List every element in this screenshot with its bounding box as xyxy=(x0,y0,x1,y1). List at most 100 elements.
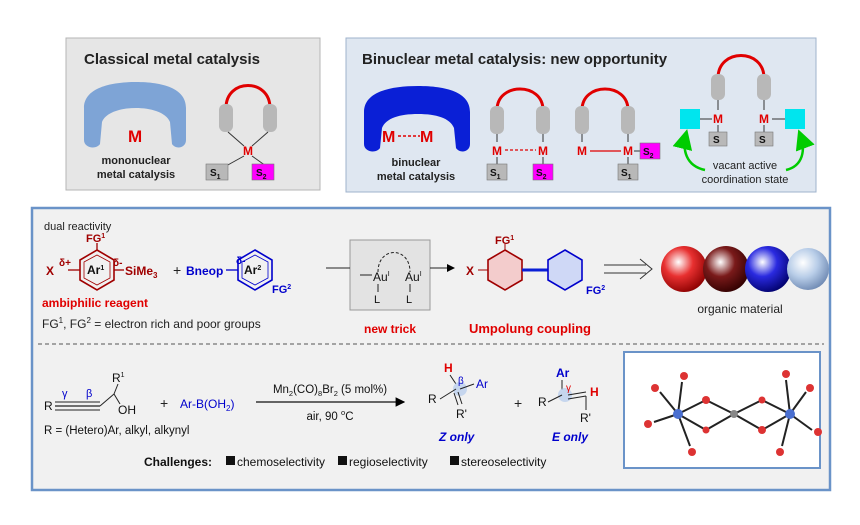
svg-text:δ-: δ- xyxy=(236,256,245,267)
svg-text:γ: γ xyxy=(566,383,571,394)
svg-text:AuI: AuI xyxy=(373,270,390,284)
mononuclear-metal: M xyxy=(128,127,142,146)
svg-text:R1: R1 xyxy=(112,371,125,385)
classical-substrate-2 xyxy=(251,163,275,181)
svg-text:S: S xyxy=(713,135,720,146)
binuclear-caption-2: metal catalysis xyxy=(377,171,455,183)
svg-text:AuI: AuI xyxy=(405,270,422,284)
reagent-x: X xyxy=(46,264,54,278)
svg-text:S1: S1 xyxy=(490,168,501,181)
svg-text:Ar2: Ar2 xyxy=(244,263,261,277)
binuclear-pocket xyxy=(364,86,470,152)
binuclear-metal-a: M xyxy=(382,129,395,146)
product-biaryl xyxy=(478,244,583,291)
svg-text:FG2: FG2 xyxy=(272,284,291,296)
svg-text:M: M xyxy=(713,112,723,126)
svg-text:S2: S2 xyxy=(536,168,547,181)
boronic-acid: Ar-B(OH2) xyxy=(180,397,234,413)
svg-text:S1: S1 xyxy=(621,168,632,181)
fg-note: FG1, FG2 = electron rich and poor groups xyxy=(42,316,261,331)
classical-linker-right xyxy=(263,104,277,132)
ar2-ring xyxy=(226,249,273,291)
binuclear-caption-1: binuclear xyxy=(392,157,442,169)
svg-text:δ+: δ+ xyxy=(59,258,71,269)
svg-text:Ar: Ar xyxy=(476,377,488,391)
vacant-caption-2: coordination state xyxy=(702,174,789,186)
svg-text:H: H xyxy=(444,361,453,375)
binuclear-complex-a: M M S1 S2 xyxy=(486,87,554,181)
z-only-label: Z only xyxy=(438,430,476,444)
dual-reactivity-label: dual reactivity xyxy=(44,221,112,233)
svg-text:OH: OH xyxy=(118,403,136,417)
svg-text:Ar: Ar xyxy=(556,366,570,380)
svg-text:SiMe3: SiMe3 xyxy=(125,264,158,280)
svg-text:M: M xyxy=(759,112,769,126)
vacant-caption-1: vacant active xyxy=(713,160,777,172)
svg-text:+: + xyxy=(160,395,168,411)
binuclear-metal-b: M xyxy=(420,129,433,146)
svg-text:S1: S1 xyxy=(210,168,221,181)
e-product: Ar γ R H R' xyxy=(538,366,599,425)
svg-text:β: β xyxy=(458,376,464,387)
mononuclear-pocket xyxy=(84,82,186,148)
svg-text:L: L xyxy=(374,294,380,306)
classical-title: Classical metal catalysis xyxy=(84,51,260,68)
gold-catalyst-box: AuI AuI L L xyxy=(349,239,431,311)
mononuclear-caption-1: mononuclear xyxy=(101,155,171,167)
svg-text:R': R' xyxy=(580,411,591,425)
implies-arrow xyxy=(604,258,653,280)
vacant-site-right xyxy=(785,109,805,129)
svg-text:S2: S2 xyxy=(256,168,267,181)
classical-linker-left xyxy=(219,104,233,132)
vacant-site-left xyxy=(680,109,700,129)
r-definition: R = (Hetero)Ar, alkyl, alkynyl xyxy=(44,425,189,437)
svg-text:M: M xyxy=(623,144,633,158)
ambiphilic-label: ambiphilic reagent xyxy=(42,296,148,310)
svg-text:FG2: FG2 xyxy=(586,285,605,297)
bneop-label: Bneop xyxy=(186,264,223,278)
svg-text:chemoselectivity: chemoselectivity xyxy=(237,455,325,469)
crystal-structure-inset xyxy=(623,351,822,469)
classical-ligand-arc xyxy=(224,84,272,109)
new-trick-label: new trick xyxy=(364,322,416,336)
svg-text:+: + xyxy=(514,395,522,411)
sphere-blue xyxy=(745,246,791,292)
umpolung-section: dual reactivity FG1 X δ+ Ar1 δ- SiMe3 + … xyxy=(42,221,829,336)
svg-text:H: H xyxy=(590,385,599,399)
svg-text:L: L xyxy=(406,294,412,306)
binuclear-panel: Binuclear metal catalysis: new opportuni… xyxy=(345,37,817,193)
svg-text:R: R xyxy=(428,392,437,406)
svg-text:γ: γ xyxy=(62,388,68,400)
organic-material-label: organic material xyxy=(697,302,782,316)
svg-text:S2: S2 xyxy=(643,147,654,160)
svg-text:FG1: FG1 xyxy=(495,235,514,247)
svg-text:R: R xyxy=(44,399,53,413)
svg-text:δ-: δ- xyxy=(113,258,122,269)
svg-text:β: β xyxy=(86,388,92,400)
sphere-red xyxy=(661,246,707,292)
svg-text:Ar1: Ar1 xyxy=(87,263,104,277)
umpolung-label: Umpolung coupling xyxy=(469,321,591,336)
conditions-temp: air, 90 oC xyxy=(306,408,353,423)
sphere-light xyxy=(787,248,829,290)
svg-text:+: + xyxy=(173,262,181,278)
binuclear-title: Binuclear metal catalysis: new opportuni… xyxy=(362,51,668,68)
classical-complex-metal: M xyxy=(243,144,253,158)
svg-text:R': R' xyxy=(456,407,467,421)
svg-text:R: R xyxy=(538,395,547,409)
ar1-ring xyxy=(68,243,124,291)
svg-text:S: S xyxy=(759,135,766,146)
svg-text:regioselectivity: regioselectivity xyxy=(349,455,428,469)
mononuclear-caption-2: metal catalysis xyxy=(97,169,175,181)
e-only-label: E only xyxy=(552,430,589,444)
classical-panel: Classical metal catalysis M mononuclear … xyxy=(65,37,321,191)
svg-text:M: M xyxy=(538,144,548,158)
svg-text:FG1: FG1 xyxy=(86,233,105,245)
hydroarylation-section: R γ β R1 OH R = (Hetero)Ar, alkyl, alkyn… xyxy=(44,351,822,469)
svg-text:X: X xyxy=(466,264,474,278)
classical-substrate-1 xyxy=(205,163,229,181)
binuclear-complex-b: M M S2 S1 xyxy=(575,87,661,181)
svg-text:Challenges:: Challenges: xyxy=(144,455,212,469)
challenges-line: Challenges: chemoselectivity regioselect… xyxy=(144,455,546,469)
